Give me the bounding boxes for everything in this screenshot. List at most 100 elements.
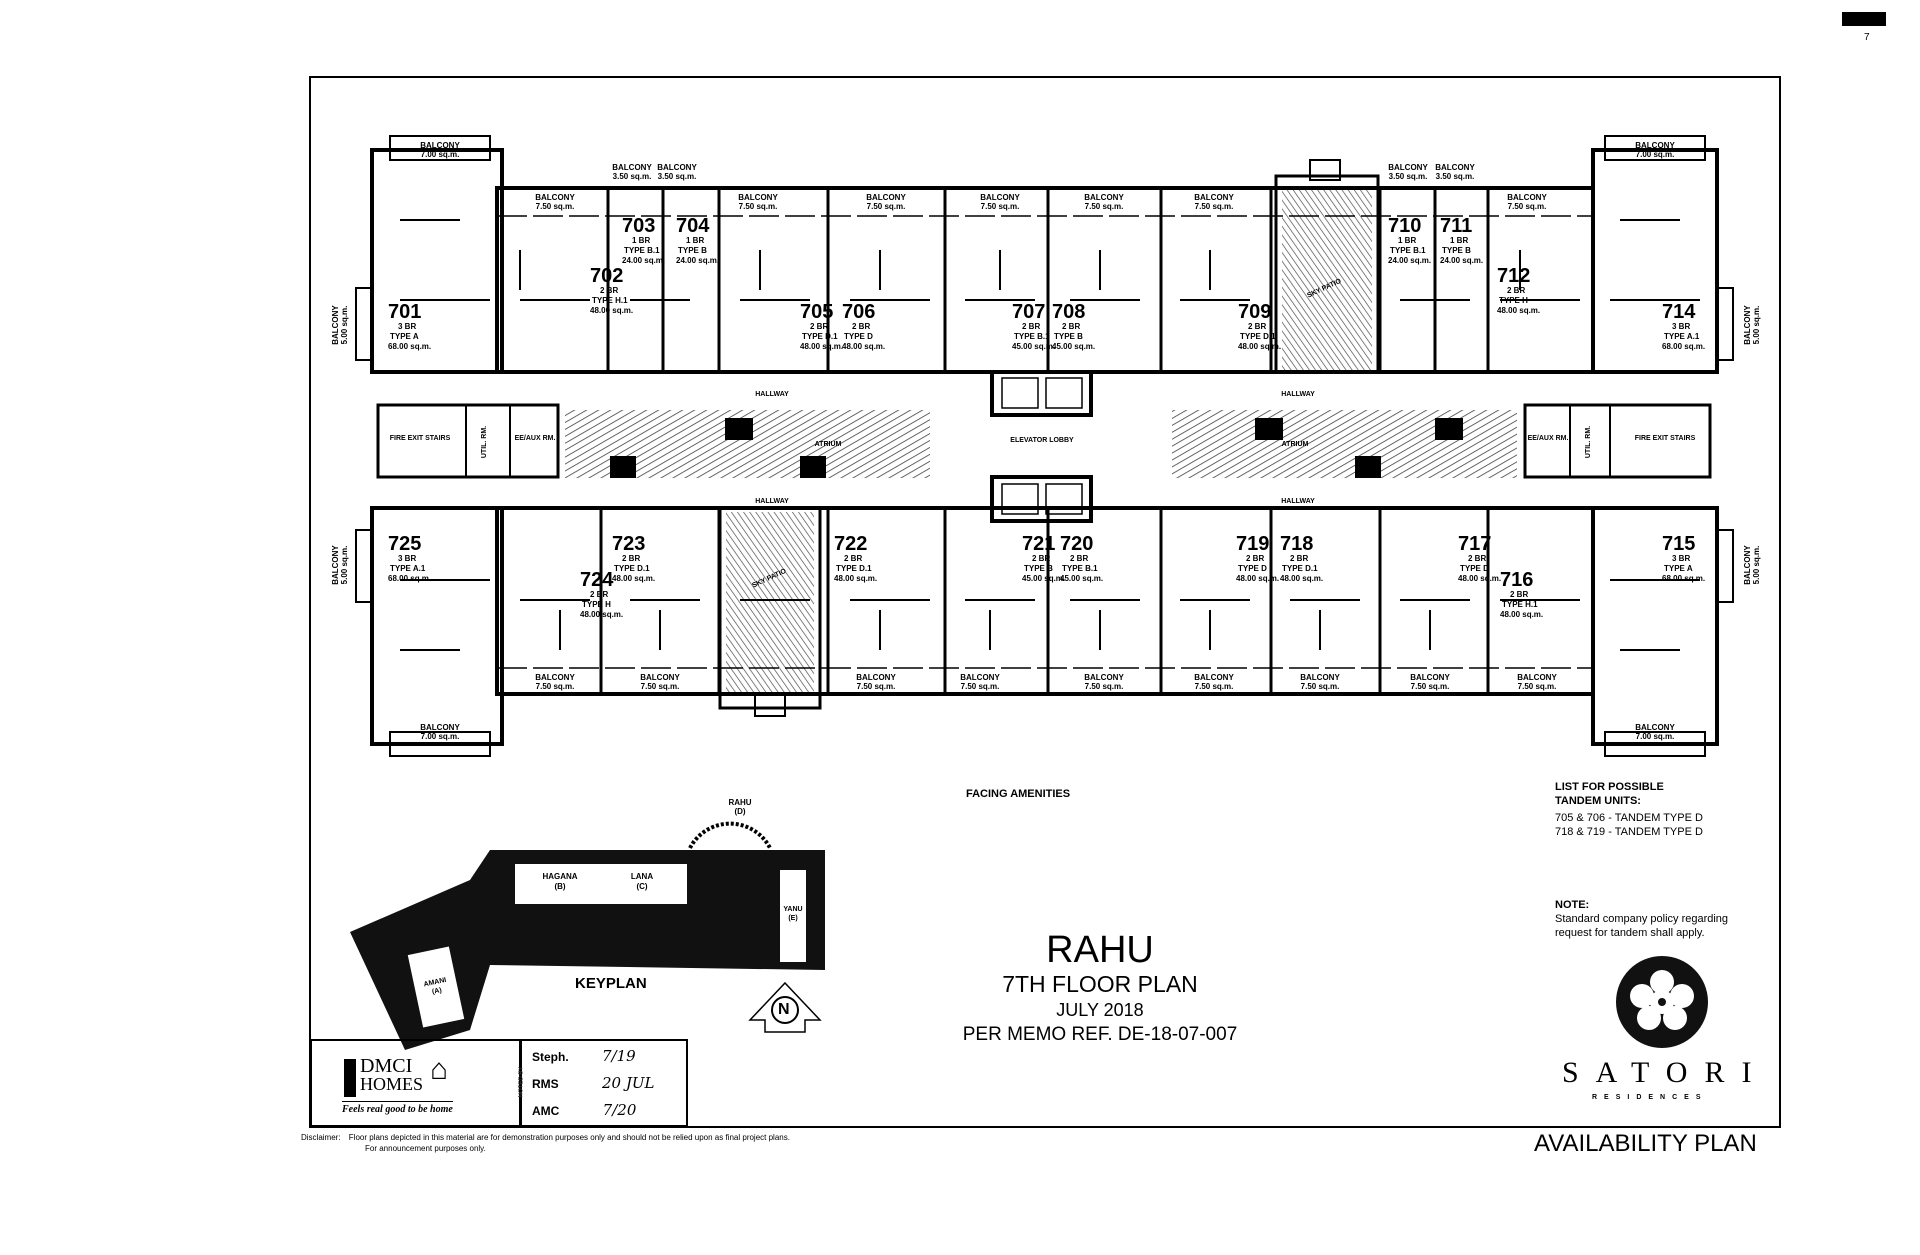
unit-bedrooms: 2 BR xyxy=(852,322,870,331)
unit-number: 701 xyxy=(388,301,421,323)
unit-type: TYPE D.1 xyxy=(1282,564,1318,573)
space-label: ELEVATOR LOBBY xyxy=(1010,437,1074,444)
dmci-name: DMCI xyxy=(360,1055,413,1077)
side-balcony-label: BALCONY xyxy=(331,305,340,345)
balcony-area: 7.50 sq.m. xyxy=(867,202,906,211)
note-line: Standard company policy regarding xyxy=(1555,913,1729,925)
sign-date: 20 JUL xyxy=(602,1074,655,1092)
unit-type: TYPE D xyxy=(844,332,873,341)
page-tab-mark xyxy=(1842,12,1886,26)
balcony-label: BALCONY xyxy=(1194,673,1234,682)
balcony-area: 3.50 sq.m. xyxy=(658,172,697,181)
unit-area: 48.00 sq.m. xyxy=(834,574,877,583)
balcony-area: 7.00 sq.m. xyxy=(421,150,460,159)
balcony-label: BALCONY xyxy=(980,193,1020,202)
unit-number: 714 xyxy=(1662,301,1696,323)
keyplan-label-yanu: YANU(E) xyxy=(780,905,806,923)
facing-amenities-label: FACING AMENITIES xyxy=(966,788,1071,800)
unit-number: 720 xyxy=(1060,533,1093,555)
unit-type: TYPE A.1 xyxy=(1664,332,1700,341)
balcony-label: BALCONY xyxy=(640,673,680,682)
unit-bedrooms: 2 BR xyxy=(590,590,608,599)
unit-type: TYPE B.1 xyxy=(1390,246,1426,255)
space-label: UTIL. RM. xyxy=(1585,426,1592,458)
side-balcony-area: 5.00 sq.m. xyxy=(1752,546,1761,585)
unit-type: TYPE H xyxy=(1499,296,1528,305)
yanu-code: (E) xyxy=(788,915,798,922)
signer-name: RMS xyxy=(532,1077,559,1091)
unit-area: 68.00 sq.m. xyxy=(1662,574,1705,583)
unit-type: TYPE A.1 xyxy=(390,564,426,573)
unit-number: 718 xyxy=(1280,533,1313,555)
title-block: RAHU 7TH FLOOR PLAN JULY 2018 PER MEMO R… xyxy=(930,930,1270,1048)
unit-area: 48.00 sq.m. xyxy=(1497,306,1540,315)
unit-bedrooms: 2 BR xyxy=(1468,554,1486,563)
developer-logo-box: DMCI HOMES ⌂ Feels real good to be home xyxy=(310,1039,521,1127)
unit-bedrooms: 2 BR xyxy=(1246,554,1264,563)
signoff-row: AMC 7/20 xyxy=(532,1101,636,1119)
balcony-area: 3.50 sq.m. xyxy=(613,172,652,181)
dmci-logo-mark xyxy=(344,1059,356,1097)
disclaimer-label: Disclaimer: xyxy=(301,1133,341,1142)
unit-bedrooms: 2 BR xyxy=(810,322,828,331)
building-name: RAHU xyxy=(1046,929,1154,971)
unit-number: 717 xyxy=(1458,533,1491,555)
unit-number: 708 xyxy=(1052,301,1085,323)
note-line: request for tandem shall apply. xyxy=(1555,927,1705,939)
unit-type: TYPE H xyxy=(582,600,611,609)
page-number: 7 xyxy=(1864,32,1870,43)
amani-code: (A) xyxy=(431,986,443,996)
keyplan-label-rahu: RAHU(D) xyxy=(725,798,755,816)
balcony-area: 7.50 sq.m. xyxy=(857,682,896,691)
unit-type: TYPE B xyxy=(1024,564,1053,573)
unit-bedrooms: 2 BR xyxy=(1032,554,1050,563)
balcony-label: BALCONY xyxy=(535,193,575,202)
signer-name: Steph. xyxy=(532,1050,569,1064)
balcony-area: 3.50 sq.m. xyxy=(1436,172,1475,181)
dmci-tagline: Feels real good to be home xyxy=(342,1101,453,1115)
signoff-row: Steph. 7/19 xyxy=(532,1047,636,1065)
sign-date: 7/20 xyxy=(602,1101,637,1119)
signoff-box: NOTED BY Steph. 7/19 RMS 20 JUL AMC 7/20 xyxy=(518,1039,688,1127)
unit-area: 48.00 sq.m. xyxy=(1458,574,1501,583)
balcony-area: 7.50 sq.m. xyxy=(739,202,778,211)
balcony-label: BALCONY xyxy=(856,673,896,682)
unit-bedrooms: 3 BR xyxy=(398,322,416,331)
balcony-area: 7.50 sq.m. xyxy=(1195,202,1234,211)
unit-area: 24.00 sq.m. xyxy=(1388,256,1431,265)
unit-number: 719 xyxy=(1236,533,1269,555)
tandem-list: LIST FOR POSSIBLE TANDEM UNITS: 705 & 70… xyxy=(1555,780,1703,839)
balcony-area: 7.00 sq.m. xyxy=(1636,150,1675,159)
rahu-code: (D) xyxy=(734,807,746,816)
balcony-area: 7.50 sq.m. xyxy=(1085,682,1124,691)
space-label: HALLWAY xyxy=(1281,391,1315,398)
unit-bedrooms: 3 BR xyxy=(1672,322,1690,331)
unit-number: 711 xyxy=(1440,215,1472,237)
unit-area: 45.00 sq.m. xyxy=(1022,574,1065,583)
unit-type: TYPE B xyxy=(1442,246,1471,255)
space-label: UTIL. RM. xyxy=(481,426,488,458)
rahu-name: RAHU xyxy=(728,798,752,807)
unit-number: 712 xyxy=(1497,265,1530,287)
space-label: ATRIUM xyxy=(1282,441,1309,448)
balcony-label: BALCONY xyxy=(1507,193,1547,202)
unit-type: TYPE A xyxy=(1664,564,1693,573)
floor-title: 7TH FLOOR PLAN xyxy=(1002,971,1198,997)
unit-area: 48.00 sq.m. xyxy=(1280,574,1323,583)
balcony-label: BALCONY xyxy=(420,723,460,732)
keyplan-label-hagana: HAGANA(B) xyxy=(530,872,590,892)
unit-bedrooms: 2 BR xyxy=(1507,286,1525,295)
atrium-right-hatch xyxy=(1172,410,1517,478)
unit-type: TYPE H.1 xyxy=(1502,600,1538,609)
